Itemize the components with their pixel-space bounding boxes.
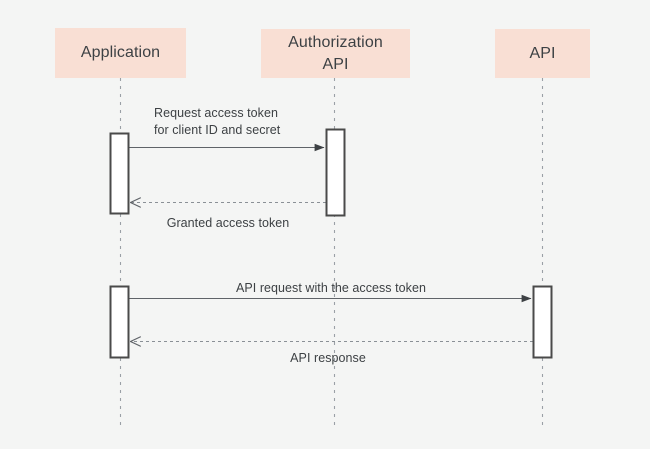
participant-authorization-api[interactable]: Authorization API xyxy=(261,29,410,78)
activation-bar-authorization-api-1 xyxy=(325,128,346,217)
message-arrow-group xyxy=(120,143,533,342)
message-label-request-access-token: Request access token for client ID and s… xyxy=(154,106,281,137)
activation-bar-application-2 xyxy=(109,285,130,359)
participant-api-label: API xyxy=(529,44,556,62)
message-label-api-request: API request with the access token xyxy=(236,281,426,295)
participant-authorization-api-label: Authorization API xyxy=(288,33,383,73)
participant-api[interactable]: API xyxy=(495,29,590,78)
activation-bar-application-1 xyxy=(109,132,130,215)
participant-application[interactable]: Application xyxy=(55,28,186,78)
activation-bar-api-1 xyxy=(532,285,553,359)
message-label-granted-access-token: Granted access token xyxy=(166,216,290,230)
participant-application-label: Application xyxy=(80,44,161,62)
message-label-api-response: API response xyxy=(290,351,366,365)
activation-bar-group xyxy=(109,128,553,359)
